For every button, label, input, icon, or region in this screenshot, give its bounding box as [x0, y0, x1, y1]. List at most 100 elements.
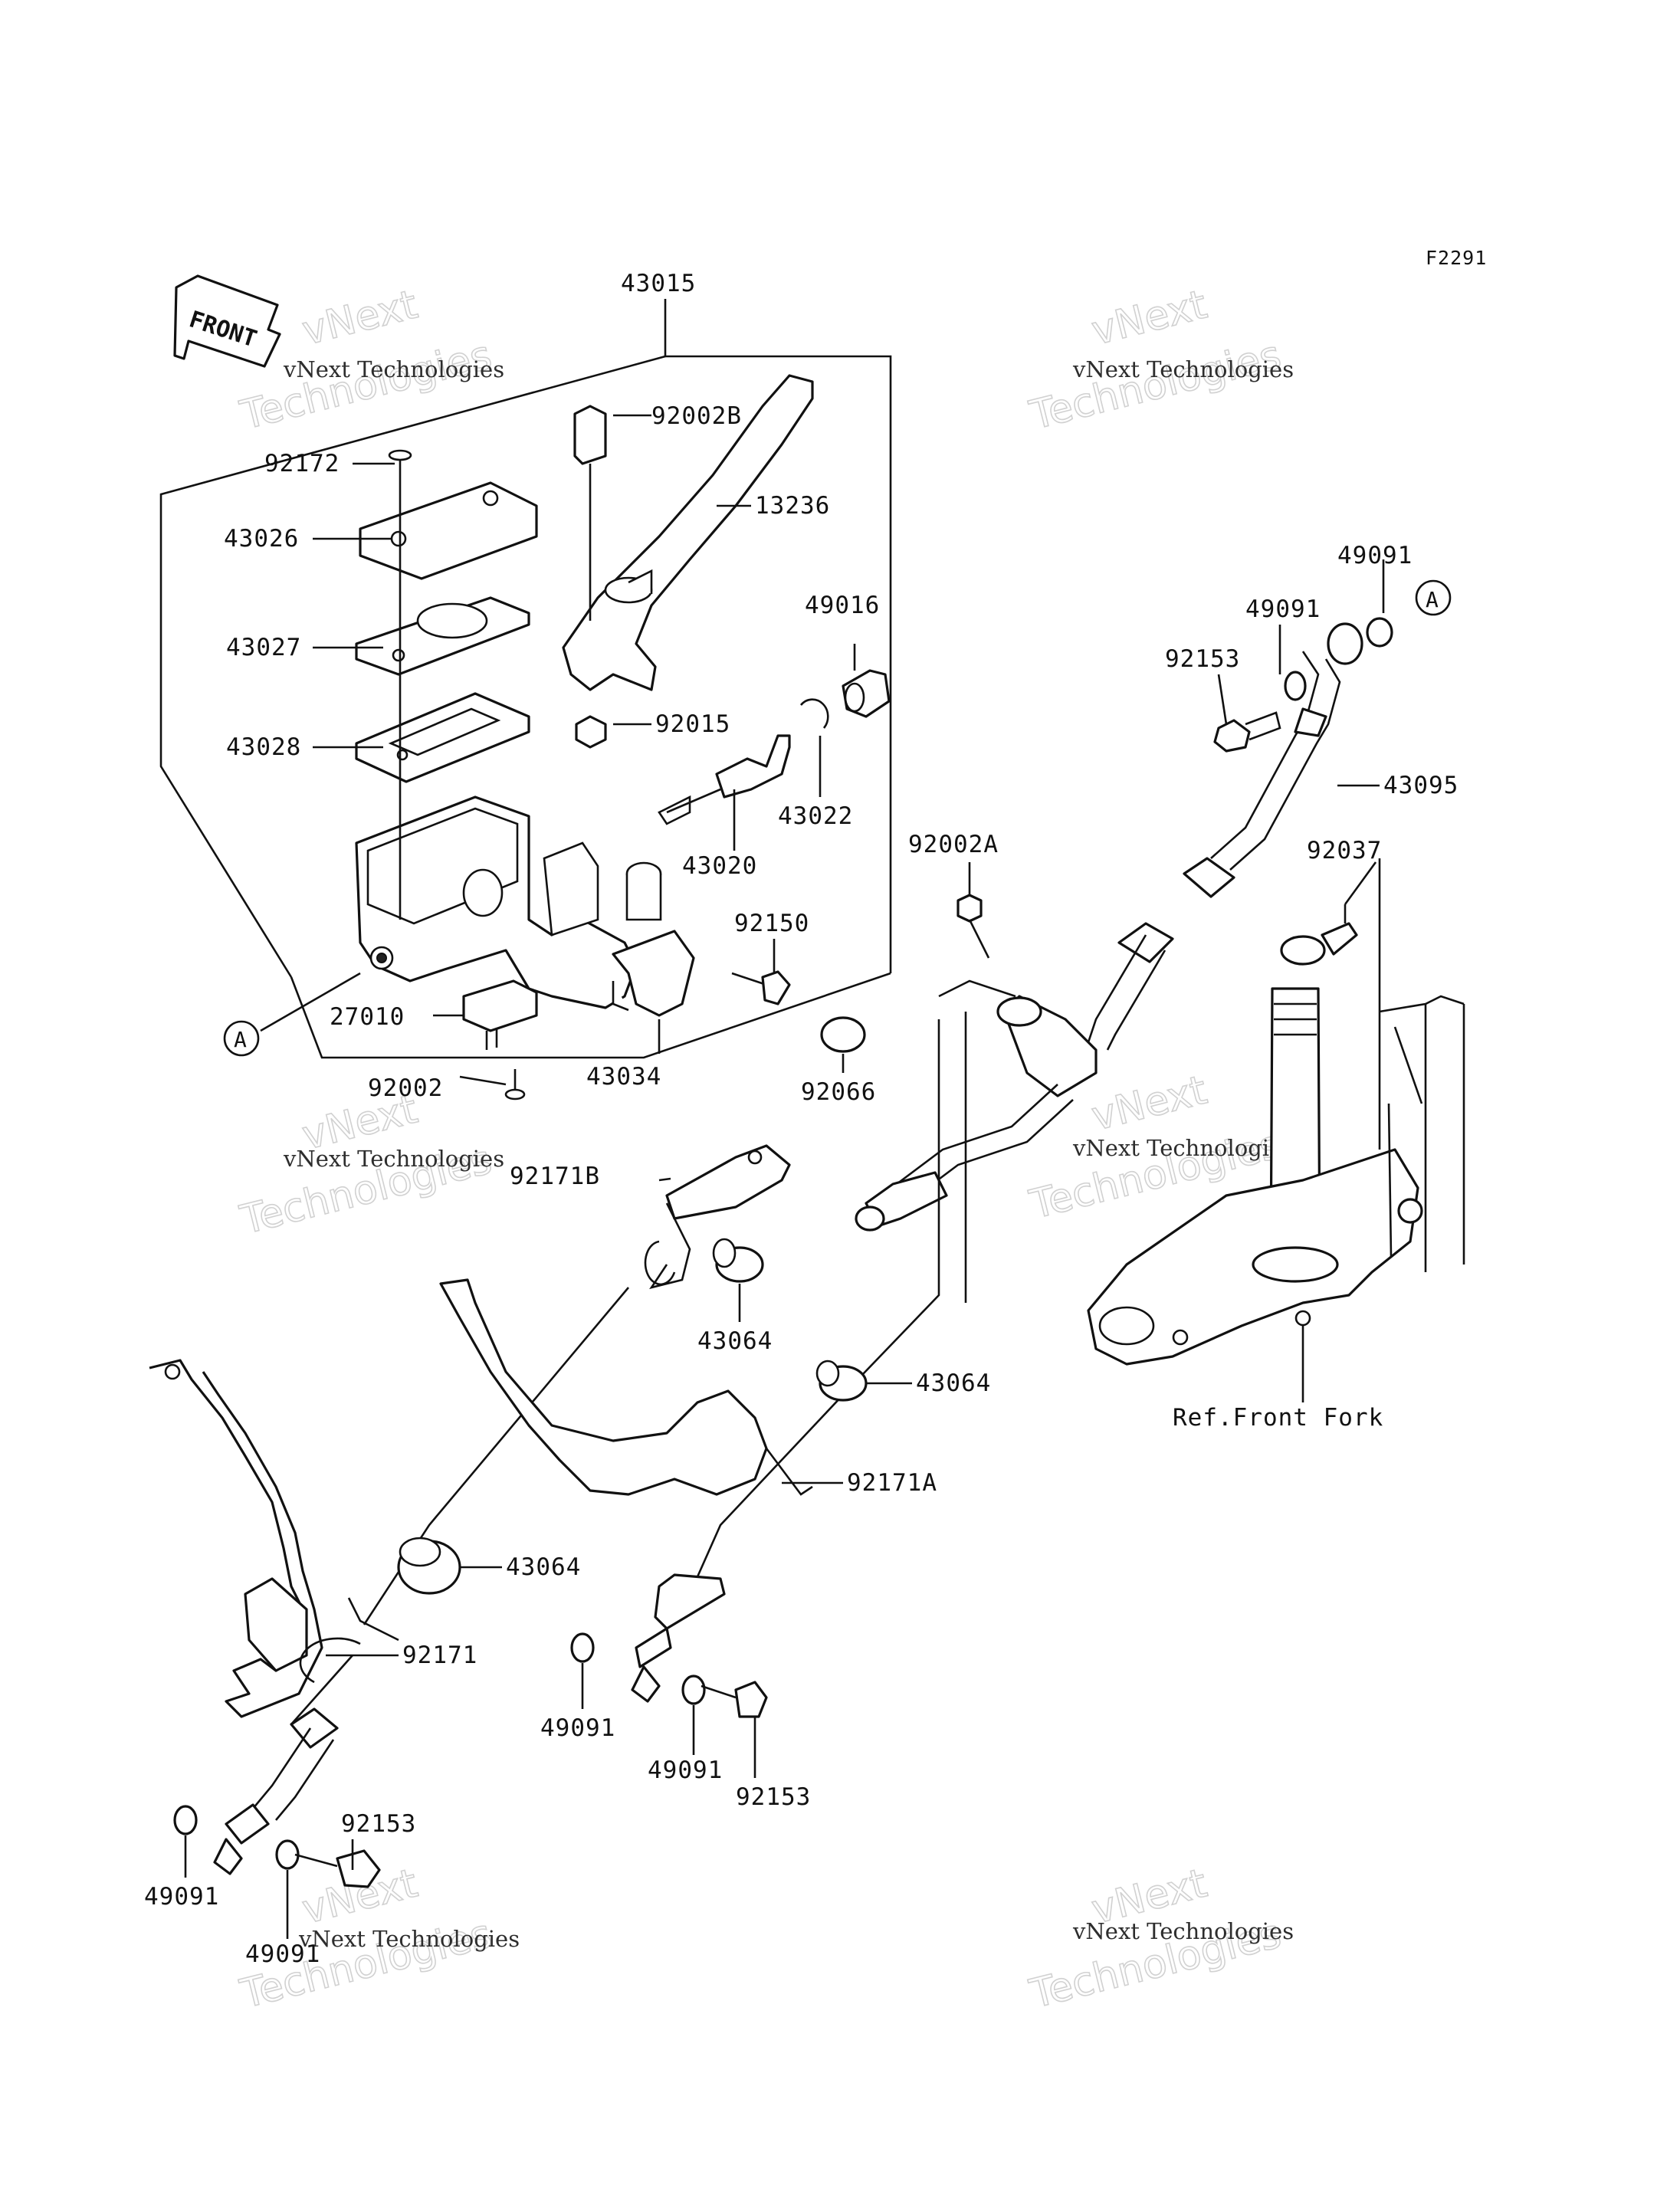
watermark-text: vNext Technologies [1072, 1135, 1294, 1161]
circlip-43022 [799, 698, 829, 729]
watermark-vnext: vNext [1088, 1068, 1212, 1140]
grommet-43064-left [397, 1537, 461, 1595]
label-49091-bottom-left: 49091 [144, 1883, 219, 1911]
watermark-text: vNext Technologies [283, 356, 504, 382]
marker-a-label: A [1426, 587, 1439, 612]
marker-a-right: A [1415, 579, 1452, 616]
label-49016: 49016 [805, 592, 880, 619]
bolt-92153-mid [701, 1681, 768, 1718]
diaphragm-43028 [355, 692, 530, 783]
hose-lower-right [631, 979, 1016, 1703]
part-labels: 43015 92002B 92172 13236 43026 43027 490… [144, 270, 1459, 1968]
label-92171A: 92171A [847, 1469, 937, 1497]
label-92002A: 92002A [908, 831, 999, 858]
watermark-technologies: Technologies [236, 333, 497, 439]
pivot-bolt-92002B [573, 405, 607, 621]
label-92153-top: 92153 [1165, 645, 1240, 673]
diaphragm-plate-43027 [355, 596, 530, 676]
piston-43020 [658, 734, 791, 825]
grommet-43064-right [815, 1360, 868, 1402]
diagram-code: F2291 [1426, 247, 1487, 269]
washer-49091-top-mid [1284, 671, 1307, 701]
watermark-bottom-right: vNext Technologies vNext Technologies [1025, 1860, 1294, 2019]
leader-lines [260, 414, 856, 1086]
bracket-92171 [149, 1359, 399, 1718]
watermark-text: vNext Technologies [1072, 356, 1294, 382]
label-43015: 43015 [621, 270, 696, 297]
front-arrow-icon: FRONT [173, 274, 281, 368]
cap-92066 [820, 1016, 866, 1053]
hose-lower-left [855, 1084, 1074, 1232]
watermark-top-right: vNext Technologies vNext Technologies [1025, 281, 1294, 440]
label-43095: 43095 [1383, 772, 1459, 799]
master-cylinder-body [355, 795, 662, 1009]
bracket-92171A [439, 1278, 813, 1496]
label-43026: 43026 [224, 525, 299, 553]
label-92153-mid: 92153 [736, 1783, 811, 1811]
label-92172: 92172 [264, 450, 340, 477]
watermark-text: vNext Technologies [1072, 1918, 1294, 1944]
bolt-92153-top [1213, 711, 1281, 753]
label-43020: 43020 [682, 852, 757, 880]
washer-49091-bottom-left [173, 1805, 198, 1835]
marker-a-left: A [223, 1020, 260, 1057]
screw-92002 [504, 1069, 526, 1100]
watermark-text: vNext Technologies [283, 1146, 504, 1172]
hose-left-long [213, 1287, 629, 1875]
label-49091-top-mid: 49091 [1245, 595, 1321, 623]
label-92066: 92066 [801, 1078, 876, 1106]
label-43027: 43027 [226, 634, 301, 661]
bolt-92002A [956, 894, 990, 959]
screw-92172 [388, 449, 412, 498]
switch-27010 [462, 979, 538, 1050]
label-43034: 43034 [586, 1063, 661, 1091]
watermark-text: vNext Technologies [298, 1926, 520, 1952]
label-92171B: 92171B [510, 1163, 600, 1190]
washer-49091-top-right [1366, 617, 1393, 648]
label-92171: 92171 [402, 1642, 477, 1669]
label-49091-top-right: 49091 [1337, 542, 1413, 569]
label-92002: 92002 [368, 1074, 443, 1102]
label-43064-center: 43064 [697, 1327, 773, 1355]
bolt-92150 [731, 970, 791, 1005]
watermark-vnext: vNext [1088, 282, 1212, 355]
washer-49091-mid-right [681, 1675, 706, 1705]
kit-outline-43015 [159, 299, 892, 1059]
label-92002B: 92002B [651, 402, 742, 430]
fork-outer-tube [1379, 995, 1465, 1272]
marker-a-label: A [234, 1027, 247, 1052]
watermark-bottom-left: vNext Technologies vNext Technologies [235, 1860, 520, 2019]
watermark-technologies: Technologies [1025, 333, 1286, 439]
clamp-43034 [612, 930, 695, 1017]
leader-lines-right [184, 559, 1385, 1939]
label-43064-left: 43064 [506, 1553, 581, 1581]
label-49091-mid-right: 49091 [648, 1757, 723, 1784]
label-92015: 92015 [655, 710, 730, 738]
label-43064-right: 43064 [916, 1369, 991, 1397]
boot-49016 [842, 669, 891, 718]
steering-stem [1087, 987, 1419, 1395]
label-92150: 92150 [734, 910, 809, 937]
banjo-92037 [1280, 858, 1381, 1150]
watermark-mid-left: vNext Technologies vNext Technologies [235, 1086, 504, 1245]
label-27010: 27010 [330, 1003, 405, 1031]
bolt-92153-bottom [294, 1849, 381, 1888]
label-49091-bottom-mid: 49091 [245, 1940, 320, 1968]
label-43028: 43028 [226, 733, 301, 761]
label-92037: 92037 [1307, 837, 1382, 864]
label-49091-mid-left: 49091 [540, 1714, 615, 1742]
joint-block [996, 995, 1098, 1097]
reference-front-fork: Ref.Front Fork [1173, 1404, 1383, 1432]
hose-upper-43095 [1087, 622, 1363, 1051]
nut-92015 [575, 715, 607, 749]
reservoir-cap-43026 [359, 481, 538, 580]
washer-49091-bottom-mid [275, 1839, 300, 1870]
label-92153-bottom: 92153 [341, 1810, 416, 1838]
washer-49091-mid-left [570, 1632, 595, 1663]
bracket-92171B [644, 1144, 791, 1290]
label-43022: 43022 [778, 802, 853, 830]
watermark-vnext: vNext [298, 282, 422, 355]
label-13236: 13236 [755, 492, 830, 520]
